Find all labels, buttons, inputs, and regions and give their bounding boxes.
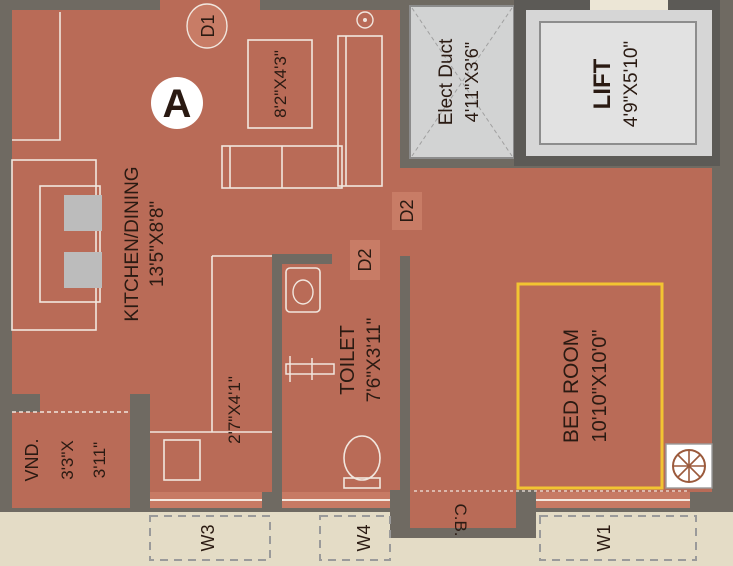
dining-table-inner <box>39 185 101 303</box>
lift-top-gap <box>590 0 668 10</box>
window-label-w1: W1 <box>594 525 614 552</box>
cb-wall-bottom <box>390 528 536 538</box>
door-tag-d2a-bg <box>392 192 422 230</box>
bed-highlight <box>516 282 664 490</box>
unit-marker: A <box>163 82 192 126</box>
duct-cross-1 <box>411 7 513 157</box>
chair-2 <box>64 252 102 288</box>
wc-tank <box>343 477 381 489</box>
lift-name: LIFT <box>589 58 616 109</box>
dining-table <box>11 159 97 331</box>
cb-floor <box>408 492 518 534</box>
exterior-strip <box>0 508 733 566</box>
door-tag-d2b-bg <box>350 240 380 280</box>
door-label-d1: D1 <box>198 14 218 37</box>
bay-w1 <box>539 515 697 561</box>
toilet-wall-left <box>272 254 282 494</box>
toilet-wall-top <box>272 254 332 264</box>
duct-cross-2 <box>411 7 513 157</box>
cb-wall-right <box>516 490 536 536</box>
counter-size: 2'7"X4'1" <box>225 376 244 444</box>
chair-1 <box>64 195 102 231</box>
cb-wall-left <box>390 490 410 536</box>
door-label-d2b: D2 <box>355 248 375 271</box>
cb-name: C.B. <box>451 503 470 536</box>
toilet-size: 7'6"X3'11" <box>364 318 385 403</box>
drain-spokes <box>673 450 705 482</box>
wall-right <box>712 166 733 512</box>
bay-w4 <box>319 515 391 561</box>
door-tag-d1-bg <box>186 3 228 49</box>
toilet-name: TOILET <box>337 325 359 395</box>
vnd-size-b: 3'11" <box>90 442 109 478</box>
sofa-right <box>337 35 383 187</box>
window-label-w3: W3 <box>198 525 218 552</box>
lamp-icon <box>356 11 374 29</box>
bedroom-name: BED ROOM <box>560 329 583 443</box>
sofa-table-size: 8'2"X4'3" <box>271 50 290 118</box>
kitchen-size: 13'5"X8'8" <box>147 201 168 287</box>
door-label-d2a: D2 <box>397 199 417 222</box>
unit-marker-circle <box>151 77 203 129</box>
window-label-w4: W4 <box>354 525 374 552</box>
bay-w3 <box>149 515 271 561</box>
bedroom-floor <box>400 166 712 492</box>
duct-size: 4'11"X3'6" <box>462 42 482 122</box>
lift-size: 4'9"X5'10" <box>621 41 642 127</box>
toilet-wall-right <box>400 256 410 500</box>
vnd-name: VND. <box>22 438 42 481</box>
vnd-size-a: 3'3"X <box>58 440 77 480</box>
lamp-center <box>363 18 367 22</box>
bedroom-size: 10'10"X10'0" <box>589 329 611 442</box>
wc-icon <box>343 435 381 481</box>
shower-icon <box>285 363 335 375</box>
sink-box <box>163 439 201 481</box>
basin-bowl <box>292 279 314 305</box>
lift-car <box>539 21 697 145</box>
right-column <box>690 492 733 512</box>
wash-basin-icon <box>285 267 321 313</box>
duct-name: Elect Duct <box>436 38 457 125</box>
wardrobe-outline <box>12 12 61 141</box>
vnd-wall-top <box>0 394 40 412</box>
counter-wall <box>130 394 150 510</box>
vnd-floor <box>12 412 130 508</box>
shaft-wall-left <box>400 0 410 166</box>
kitchen-name: KITCHEN/DINING <box>122 166 143 321</box>
center-table <box>247 39 313 129</box>
